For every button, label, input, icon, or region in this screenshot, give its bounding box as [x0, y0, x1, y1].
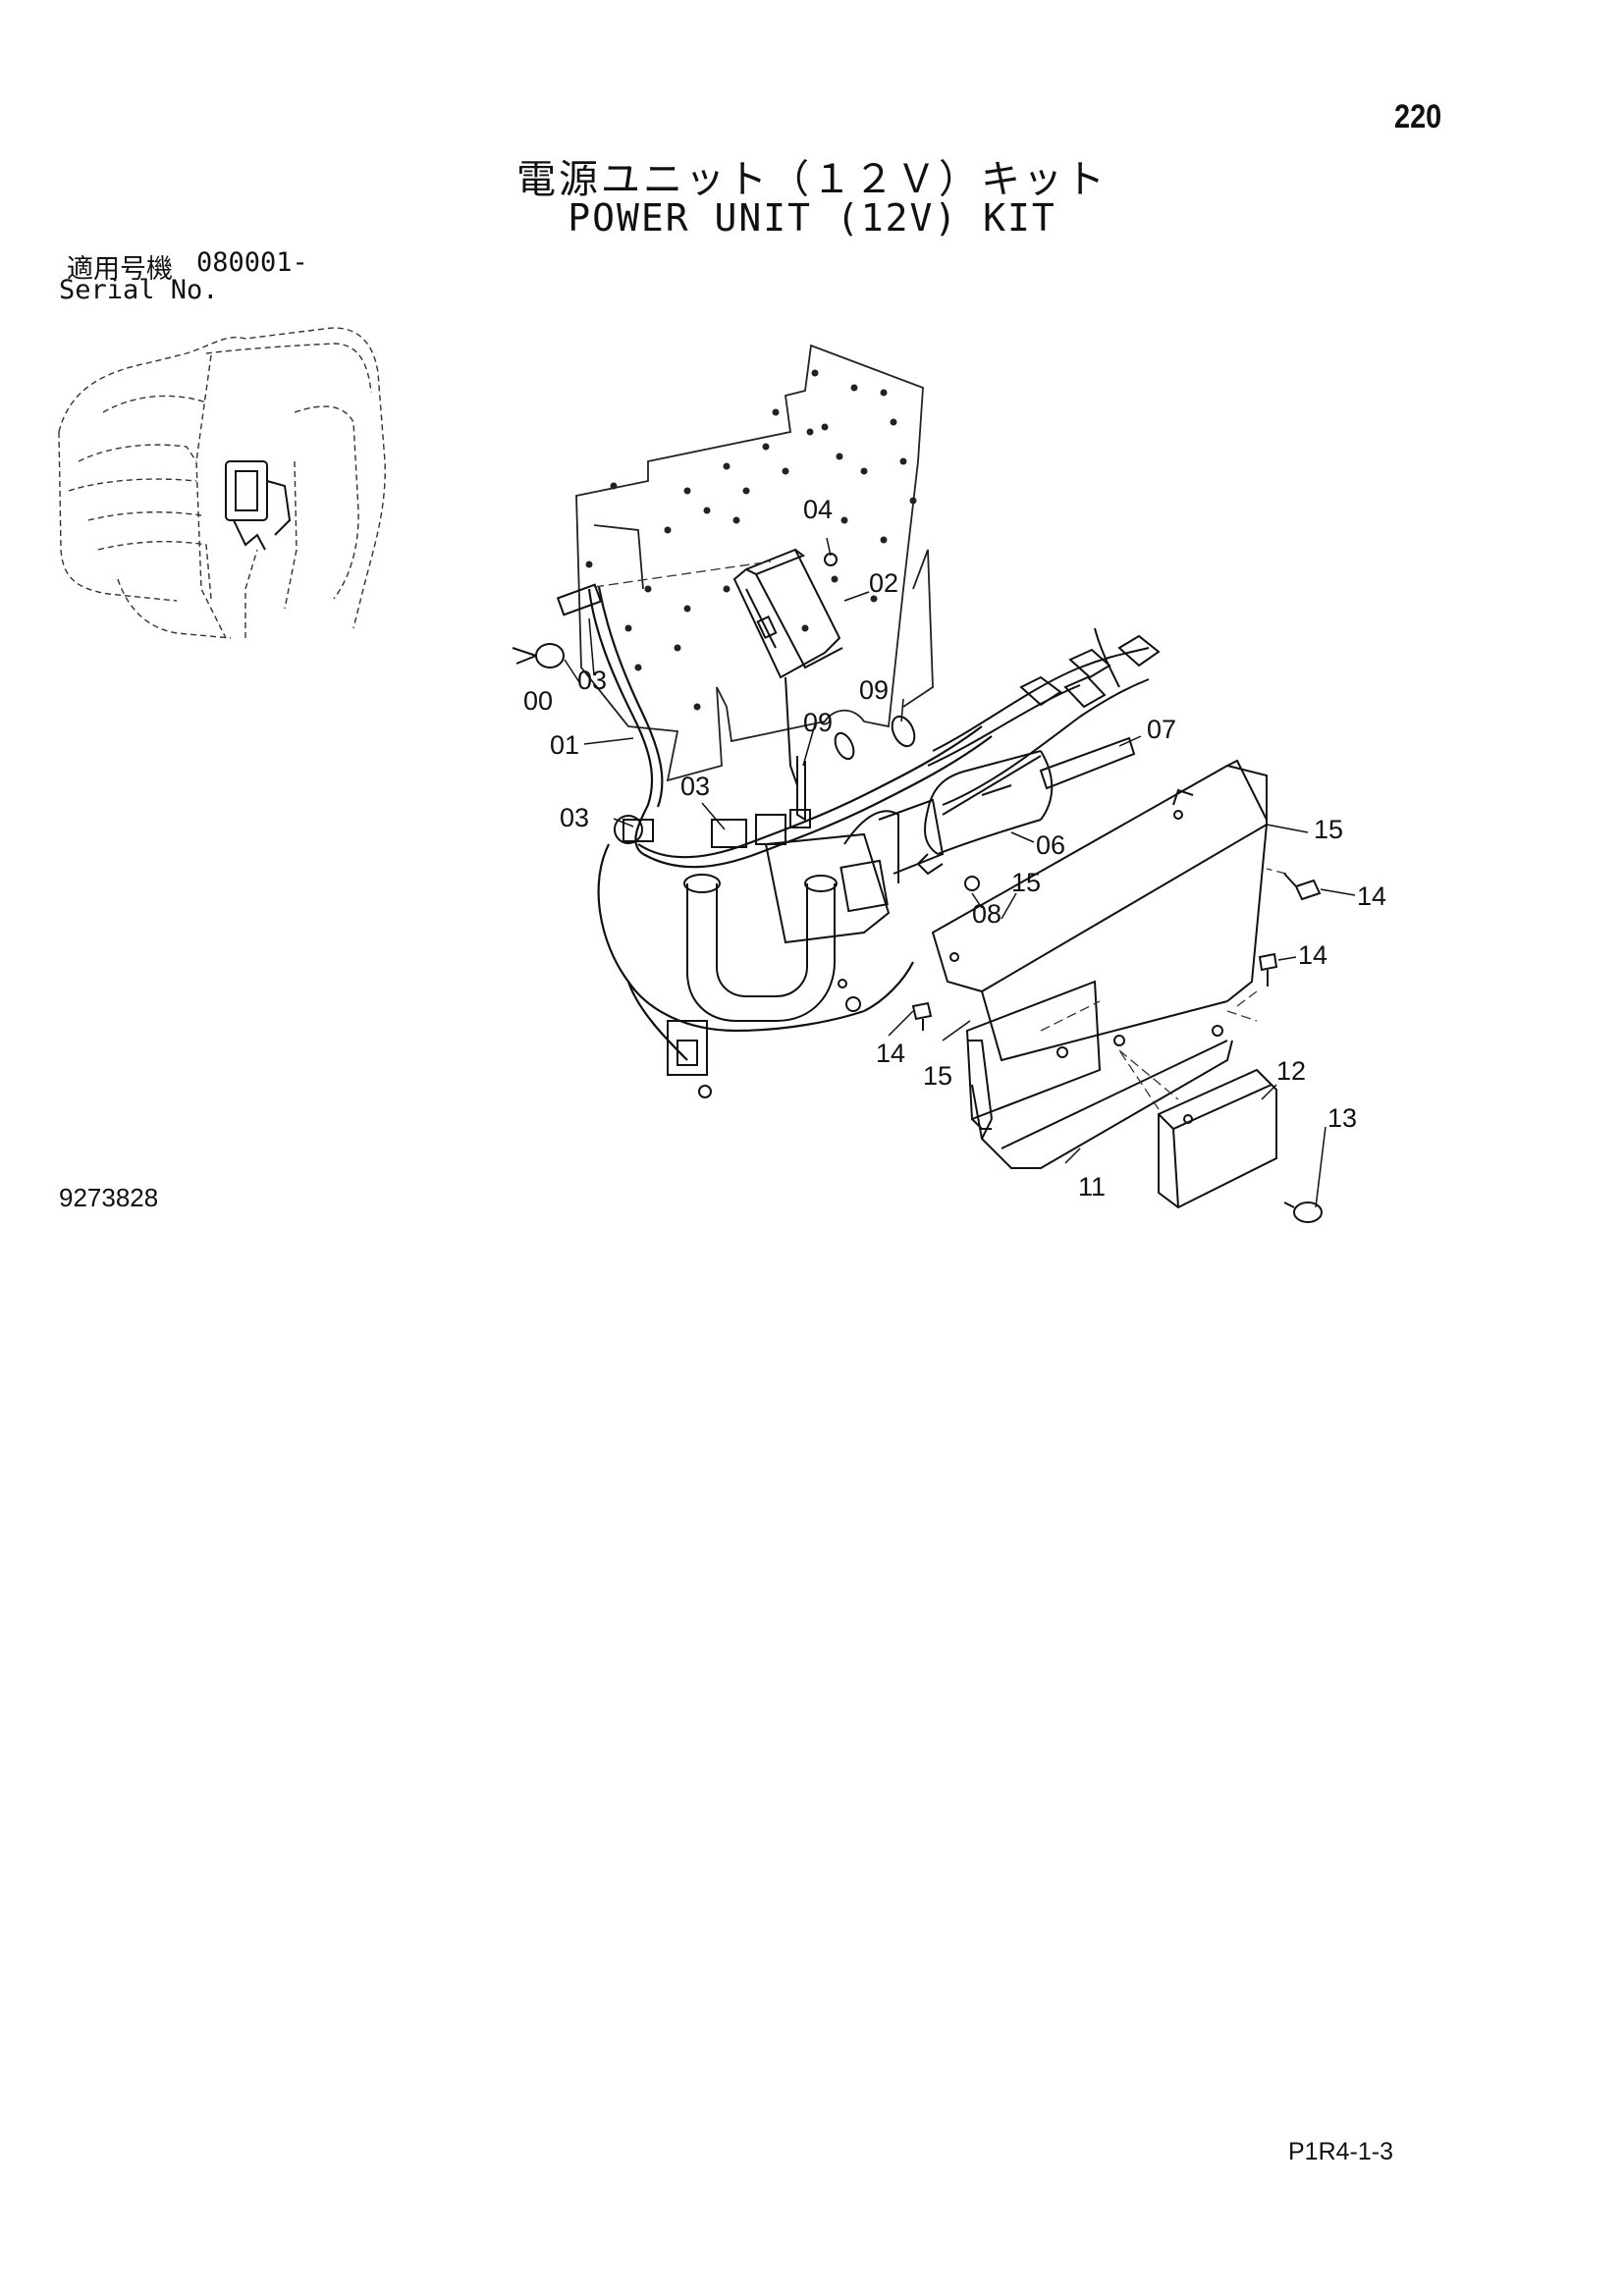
serial-label-japanese: 適用号機 [67, 254, 173, 285]
callout-label: 04 [803, 495, 833, 524]
callout-label: 14 [1298, 940, 1327, 970]
callout-label: 08 [972, 899, 1001, 929]
callout-label: 02 [869, 568, 898, 598]
assembly-guide-lines [593, 561, 1287, 1110]
bolts [512, 553, 1323, 1223]
callout-leader-lines [564, 537, 1356, 1208]
callout-label: 14 [1357, 881, 1386, 911]
callout-label: 07 [1147, 715, 1176, 744]
cover-12 [1158, 1068, 1277, 1209]
insulating-tape [1039, 736, 1136, 790]
callout-label: 03 [680, 772, 710, 801]
callout-label: 03 [577, 666, 607, 695]
callout-label: 06 [1036, 830, 1065, 860]
mounting-plate [575, 344, 934, 782]
page-number: 220 [1394, 98, 1442, 135]
callout-label: 03 [560, 803, 589, 832]
sub-harness [927, 627, 1161, 816]
base-plate-11 [965, 980, 1233, 1169]
callout-label: 12 [1276, 1056, 1306, 1086]
plate-bolt-holes [585, 369, 917, 711]
page-code: P1R4-1-3 [1288, 2138, 1393, 2165]
page-title: POWER UNIT (12V) KIT [568, 196, 1056, 240]
callout-label: 09 [859, 675, 889, 705]
location-inset-highlight [225, 460, 292, 551]
drawing-number: 9273828 [59, 1183, 159, 1212]
callout-label: 09 [803, 708, 833, 737]
harness-clamps [789, 715, 916, 828]
callout-label: 15 [1011, 868, 1041, 897]
callout-label: 01 [550, 730, 579, 760]
callout-labels: 04 02 00 03 01 03 09 09 07 03 06 15 14 1… [523, 495, 1386, 1201]
callout-label: 00 [523, 686, 553, 716]
callout-label: 11 [1078, 1172, 1106, 1201]
power-unit-module [732, 548, 843, 786]
callout-label: 15 [923, 1061, 952, 1091]
harness-connectors [556, 583, 861, 1098]
serial-label: Serial No. [59, 275, 219, 305]
callout-label: 15 [1314, 815, 1343, 844]
location-inset-drawing [58, 327, 386, 639]
callout-label: 13 [1327, 1103, 1357, 1133]
serial-range: 080001- [196, 247, 308, 278]
callout-label: 14 [876, 1039, 905, 1068]
page-title-japanese: 電源ユニット（１２Ｖ）キット [516, 157, 1108, 202]
duct-assembly [683, 798, 945, 1022]
